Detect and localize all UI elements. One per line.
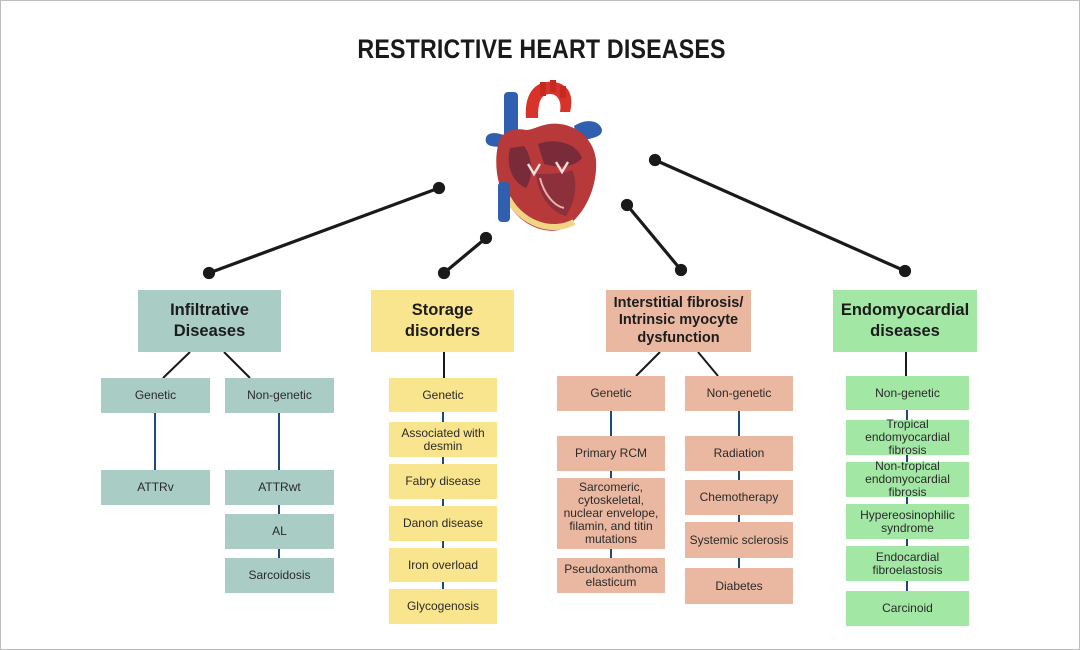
fibrosis-non-genetic-item: Chemotherapy	[685, 480, 793, 515]
connector-dot	[202, 266, 216, 280]
endomyocardial-item: Endocardial fibroelastosis	[846, 546, 969, 581]
connector-dot	[479, 231, 493, 245]
infiltrative-non-genetic-item: Sarcoidosis	[225, 558, 334, 593]
storage-genetic-item: Associated with desmin	[389, 422, 497, 457]
fibrosis-non-genetic-item: Radiation	[685, 436, 793, 471]
connector-infiltrative	[207, 186, 441, 275]
infiltrative-genetic-box: Genetic	[101, 378, 210, 413]
endomyocardial-non-genetic-box: Non-genetic	[846, 376, 969, 410]
endomyocardial-item: Tropical endomyocardial fibrosis	[846, 418, 969, 456]
infiltrative-non-genetic-item: ATTRwt	[225, 470, 334, 505]
fibrosis-non-genetic-box: Non-genetic	[685, 376, 793, 411]
fibrosis-non-genetic-item: Diabetes	[685, 568, 793, 604]
infiltrative-non-genetic-item: AL	[225, 514, 334, 549]
connector-dot	[648, 153, 662, 167]
connector-dot	[620, 198, 634, 212]
category-endomyocardial-diseases: Endomyocardial diseases	[833, 290, 977, 352]
storage-genetic-item: Danon disease	[389, 506, 497, 541]
category-interstitial-fibrosis: Interstitial fibrosis/ Intrinsic myocyte…	[606, 290, 751, 352]
infiltrative-non-genetic-box: Non-genetic	[225, 378, 334, 413]
endomyocardial-item: Hypereosinophilic syndrome	[846, 504, 969, 539]
storage-genetic-item: Fabry disease	[389, 464, 497, 499]
diagram-title: RESTRICTIVE HEART DISEASES	[357, 34, 726, 64]
fibrosis-genetic-box: Genetic	[557, 376, 665, 411]
endomyocardial-item: Non-tropical endomyocardial fibrosis	[846, 460, 969, 498]
storage-genetic-item: Glycogenosis	[389, 589, 497, 624]
connector-fibrosis	[625, 203, 683, 272]
fibrosis-genetic-item: Primary RCM	[557, 436, 665, 471]
category-infiltrative-diseases: Infiltrative Diseases	[138, 290, 281, 352]
connector-dot	[674, 263, 688, 277]
endomyocardial-item: Carcinoid	[846, 591, 969, 626]
infiltrative-genetic-item: ATTRv	[101, 470, 210, 505]
fibrosis-genetic-item: Pseudoxanthoma elasticum	[557, 558, 665, 593]
storage-genetic-box: Genetic	[389, 378, 497, 412]
connector-endomyocardial	[653, 158, 907, 273]
connector-storage	[442, 236, 488, 275]
anatomical-heart-icon	[485, 80, 602, 231]
connector-dot	[432, 181, 446, 195]
category-storage-disorders: Storage disorders	[371, 290, 514, 352]
connector-dot	[437, 266, 451, 280]
storage-genetic-item: Iron overload	[389, 548, 497, 582]
connector-dot	[898, 264, 912, 278]
fibrosis-non-genetic-item: Systemic sclerosis	[685, 522, 793, 558]
fibrosis-genetic-item: Sarcomeric, cytoskeletal, nuclear envelo…	[557, 478, 665, 549]
